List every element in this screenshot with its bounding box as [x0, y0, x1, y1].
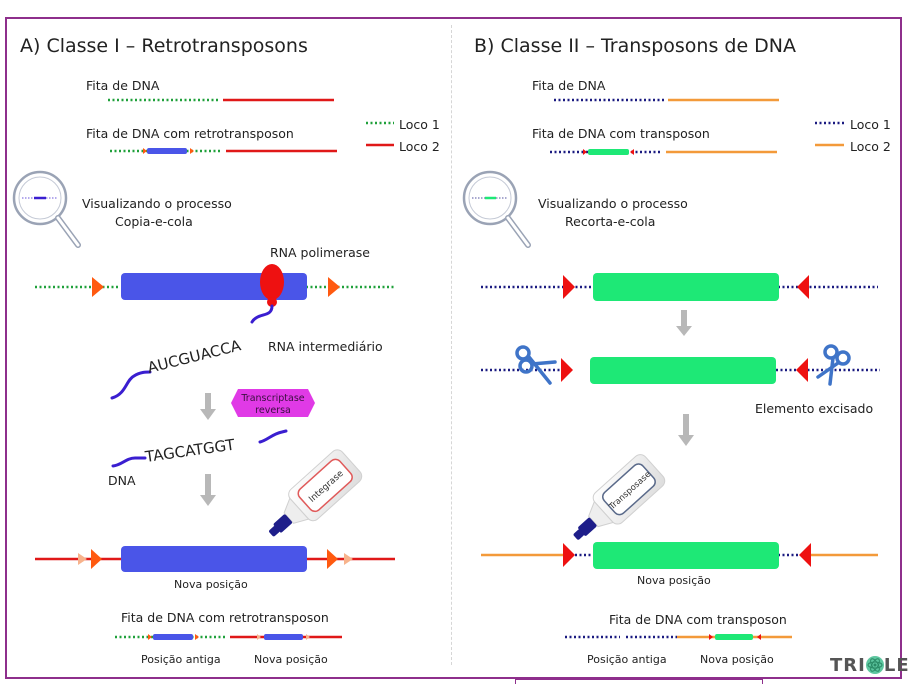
down-arrow-icon	[200, 474, 216, 506]
excised-element-label: Elemento excisado	[755, 401, 874, 416]
dna-sequence-text: TAGCATGGT	[143, 435, 237, 466]
tir-repeat-left	[563, 275, 575, 299]
figure-frame	[5, 17, 902, 679]
transposon-element	[593, 273, 779, 301]
down-arrow-icon	[676, 310, 692, 336]
excised-transposon	[590, 357, 776, 384]
panel-a-strand-with-element	[110, 148, 337, 154]
magnifier-icon	[462, 170, 531, 248]
tir-repeat-right	[797, 275, 809, 299]
panel-b-magnifier-caption-1: Visualizando o processo	[538, 196, 688, 211]
panel-b-integrated-strand	[481, 542, 878, 569]
panel-a-magnifier-caption-2: Copia-e-cola	[115, 214, 193, 229]
panel-a-strand-element-label: Fita de DNA com retrotransposon	[86, 126, 294, 141]
scissors-icon	[816, 344, 851, 386]
down-arrow-icon	[200, 393, 216, 420]
panel-a-new-position-label: Nova posição	[174, 578, 248, 591]
panel-a-integrated-strand	[35, 546, 395, 572]
panel-a-legend-loco2: Loco 2	[399, 139, 440, 154]
panel-b-title: B) Classe II – Transposons de DNA	[474, 35, 797, 57]
rt-label-1: Transcriptase	[240, 393, 304, 404]
panel-b-old-position-label: Posição antiga	[587, 653, 667, 666]
ltr-repeat-left	[92, 277, 104, 297]
atom-icon	[865, 656, 884, 674]
panel-b-transposon-dna	[481, 273, 878, 301]
panel-b-result-strand	[565, 634, 792, 640]
panel-a-result-label: Fita de DNA com retrotransposon	[121, 610, 329, 625]
rna-polymerase-icon	[260, 264, 284, 307]
panel-a-legend	[366, 121, 394, 147]
transposon-new-position	[593, 542, 779, 569]
triplex-logo: TRI LEX	[830, 655, 908, 676]
panel-a-strand-label: Fita de DNA	[86, 78, 160, 93]
panel-b-strand-element-label: Fita de DNA com transposon	[532, 126, 710, 141]
dna-label: DNA	[108, 473, 136, 488]
panel-b-new-position-label: Nova posição	[637, 574, 711, 587]
panel-b-strand-with-element	[550, 149, 777, 155]
panel-a-new-position-bottom-label: Nova posição	[254, 653, 328, 666]
reverse-transcriptase-badge: Transcriptase reversa	[231, 389, 315, 417]
panel-b-magnifier-caption-2: Recorta-e-cola	[565, 214, 656, 229]
magnifier-icon	[12, 170, 81, 248]
integrase-bottle-icon: Integrase	[269, 449, 363, 537]
panel-b-legend-loco2: Loco 2	[850, 139, 891, 154]
panel-a-legend-loco1: Loco 1	[399, 117, 440, 132]
ltr-repeat-right	[328, 277, 340, 297]
panel-a-result-strand	[115, 634, 342, 640]
rna-intermediate-label: RNA intermediário	[268, 339, 383, 354]
panel-b-legend	[815, 121, 844, 147]
bottom-tab	[515, 679, 763, 684]
rna-sequence-text: AUCGUACCA	[146, 336, 244, 377]
scissors-icon	[515, 345, 557, 385]
panel-b-result-label: Fita de DNA com transposon	[609, 612, 787, 627]
panel-a-magnifier-caption-1: Visualizando o processo	[82, 196, 232, 211]
rt-label-2: reversa	[255, 405, 291, 416]
rna-strand-tail	[250, 304, 274, 324]
panel-a-old-position-label: Posição antiga	[141, 653, 221, 666]
down-arrow-icon	[678, 414, 694, 446]
panel-b-legend-loco1: Loco 1	[850, 117, 891, 132]
transposase-bottle-icon: Transposase	[573, 454, 666, 540]
panel-b-new-position-bottom-label: Nova posição	[700, 653, 774, 666]
logo-text-left: TRI	[830, 655, 866, 676]
retrotransposon-mini	[147, 148, 187, 154]
transposon-mini	[588, 149, 629, 155]
panel-b-excision-dna	[481, 357, 880, 384]
rna-sequence: AUCGUACCA	[110, 336, 244, 400]
panel-a-transcription-dna	[35, 273, 395, 300]
cdna-sequence: TAGCATGGT	[111, 429, 288, 468]
panel-b-strand-label: Fita de DNA	[532, 78, 606, 93]
panel-divider	[451, 25, 452, 665]
panel-a-title: A) Classe I – Retrotransposons	[20, 35, 308, 57]
logo-text-right: LEX	[883, 655, 908, 676]
retrotransposon-new-position	[121, 546, 307, 572]
rna-polymerase-label: RNA polimerase	[270, 245, 370, 260]
